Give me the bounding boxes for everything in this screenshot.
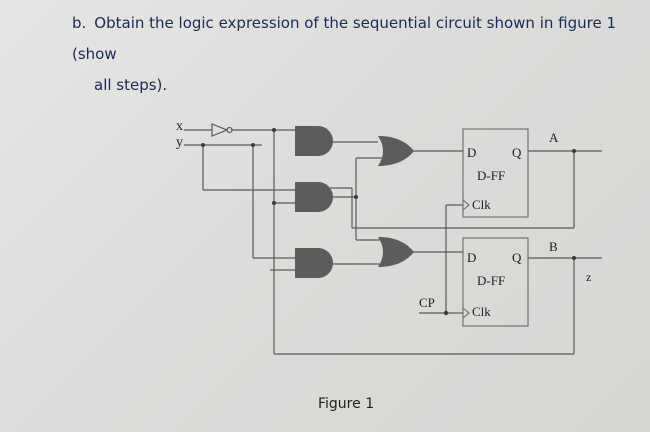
or-gate-2: [378, 237, 414, 267]
ff-bottom-clk-label: Clk: [472, 304, 491, 319]
input-x-label: x: [176, 119, 183, 134]
or-gates: [378, 136, 414, 267]
flip-flop-top-box: [462, 128, 529, 218]
ff-top-clk-label: Clk: [472, 197, 491, 212]
output-b-label: B: [549, 239, 558, 254]
ff-top-q-label: Q: [512, 145, 522, 160]
figure-caption: Figure 1: [318, 396, 375, 412]
and-gate-2: [295, 182, 333, 212]
clock-triangle-bottom: [462, 307, 470, 319]
or-gate-1: [378, 136, 414, 166]
wires: [184, 129, 602, 355]
question-line-1: b.Obtain the logic expression of the seq…: [72, 8, 632, 70]
ff-top-d-label: D: [467, 145, 476, 160]
input-y-label: y: [176, 135, 183, 150]
output-a-label: A: [549, 130, 559, 145]
junction-dots: [201, 128, 576, 316]
ff-bottom-name: D-FF: [477, 273, 505, 288]
ff-top-name: D-FF: [477, 168, 505, 183]
clock-cp-label: CP: [419, 295, 435, 310]
flip-flop-bottom-box: [462, 237, 529, 327]
question-text: b.Obtain the logic expression of the seq…: [72, 8, 632, 101]
question-number: b.: [72, 14, 87, 32]
flip-flops: [462, 128, 529, 327]
inverter-gate: [211, 123, 233, 137]
question-line-2: all steps).: [94, 76, 168, 94]
and-gate-3: [295, 248, 333, 278]
output-z-label: z: [586, 270, 591, 284]
clock-triangle-top: [462, 199, 470, 211]
question-line-1-text: Obtain the logic expression of the seque…: [72, 14, 617, 63]
circuit-labels: x y D Q D-FF Clk A D Q D-FF Clk B CP z: [176, 119, 591, 319]
ff-bottom-d-label: D: [467, 250, 476, 265]
and-gate-1: [295, 126, 333, 156]
ff-bottom-q-label: Q: [512, 250, 522, 265]
and-gates: [295, 126, 333, 278]
